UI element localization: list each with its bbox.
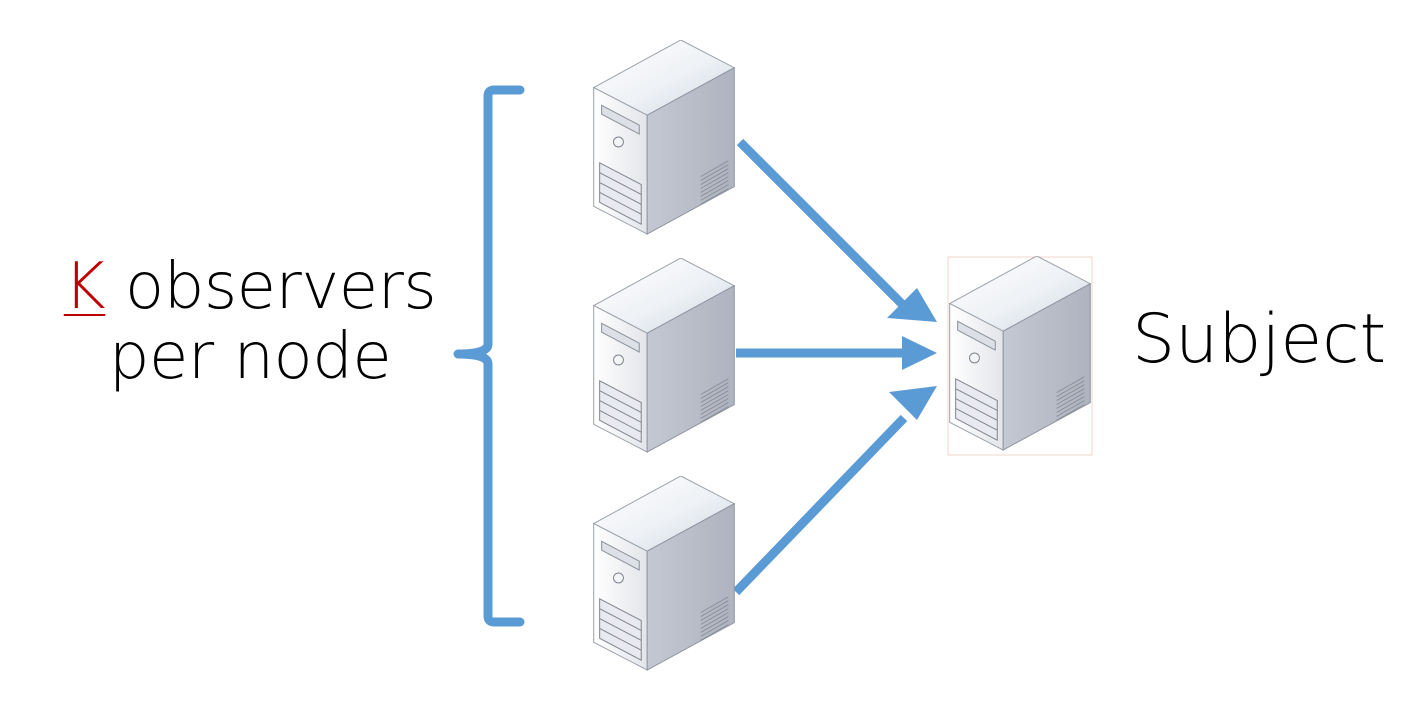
observers-text: observers	[105, 250, 437, 324]
observers-label: K observers per node	[40, 252, 460, 392]
k-highlight: K	[63, 250, 106, 324]
observer-server-icon-2	[593, 258, 735, 453]
subject-label: Subject	[1132, 300, 1387, 379]
arrow-middle	[736, 336, 937, 370]
observer-server-icon-3	[593, 476, 735, 671]
subject-server-icon	[949, 256, 1091, 451]
arrow-bottom	[732, 386, 937, 596]
arrow-top	[736, 138, 937, 322]
subject-frame	[947, 256, 1093, 456]
observer-server-icon-1	[593, 40, 735, 235]
observers-label-line-1: K observers	[40, 252, 460, 322]
observers-label-line-2: per node	[108, 320, 392, 394]
curly-brace	[453, 85, 525, 627]
